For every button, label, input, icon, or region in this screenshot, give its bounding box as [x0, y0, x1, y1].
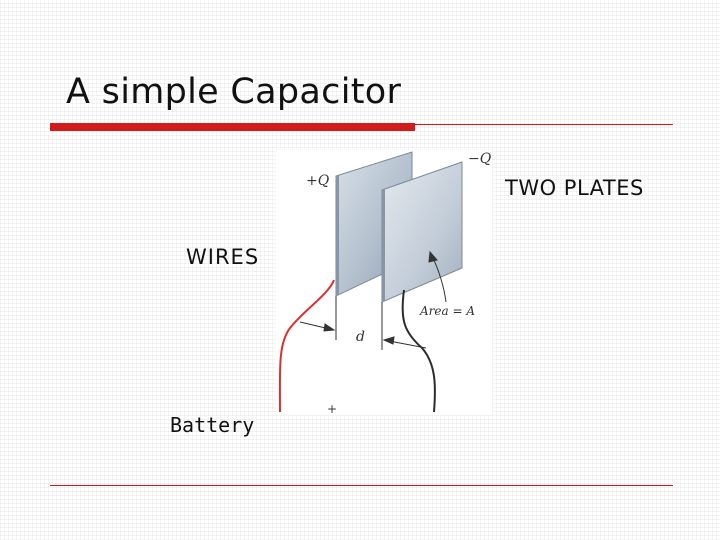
- negative-wire: [401, 289, 436, 413]
- capacitor-diagram: +Q −Q Area = A d +: [278, 151, 492, 415]
- plus-terminal-label: +: [327, 402, 337, 415]
- area-label: Area = A: [419, 304, 475, 318]
- two-plates-label: TWO PLATES: [505, 176, 644, 200]
- separation-label: d: [356, 329, 365, 345]
- separation-indicator: [299, 296, 427, 350]
- negative-plate: [381, 161, 463, 303]
- capacitor-figure: +Q −Q Area = A d +: [276, 150, 492, 415]
- title-underline-rule: [415, 124, 673, 125]
- title-underline-accent: [50, 123, 415, 131]
- footer-rule: [50, 485, 673, 486]
- wires-label: WIRES: [186, 245, 260, 269]
- slide-title: A simple Capacitor: [66, 72, 402, 112]
- area-arrow: [428, 250, 447, 303]
- battery-label: Battery: [170, 413, 255, 437]
- plus-q-label: +Q: [306, 173, 330, 189]
- positive-wire: [278, 279, 335, 413]
- minus-q-label: −Q: [468, 151, 492, 167]
